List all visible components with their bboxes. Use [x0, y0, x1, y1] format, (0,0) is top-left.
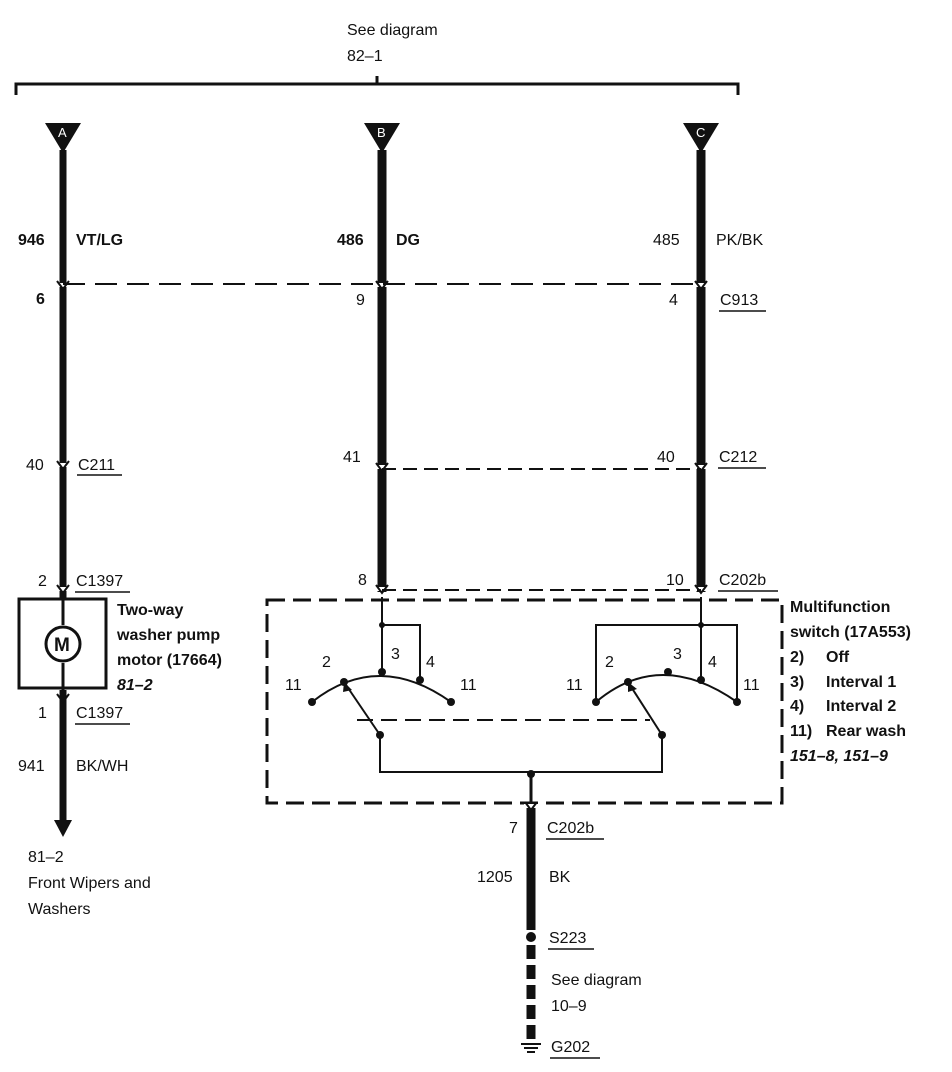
- switch-pos-4-label: Interval 2: [826, 698, 896, 715]
- wire-b-color: DG: [396, 232, 420, 249]
- c211-pin: 40: [26, 457, 44, 474]
- bottom-left-ref-2: Front Wipers and: [28, 875, 151, 892]
- motor-symbol-label: M: [54, 635, 70, 656]
- c913-name: C913: [720, 292, 758, 309]
- switch-pos-2-num: 2): [790, 649, 804, 666]
- splice-name: S223: [549, 930, 586, 947]
- motor-label-1: Two-way: [117, 602, 183, 619]
- c1397-name-bottom: C1397: [76, 705, 123, 722]
- c202b-name-top: C202b: [719, 572, 766, 589]
- c1397-name-top: C1397: [76, 573, 123, 590]
- left-switch-label-4: 4: [426, 654, 435, 671]
- wire-a-lower-color: BK/WH: [76, 758, 128, 775]
- left-switch-label-11b: 11: [460, 677, 477, 694]
- right-switch-label-2: 2: [605, 654, 614, 671]
- right-switch: [595, 597, 738, 736]
- ground-symbol: [521, 1043, 541, 1053]
- splice-dot: [526, 932, 536, 942]
- ground-wire-color: BK: [549, 869, 571, 886]
- bottom-ref-1: See diagram: [551, 972, 642, 989]
- bottom-left-ref-1: 81–2: [28, 849, 64, 866]
- switch-title-1: Multifunction: [790, 599, 890, 616]
- c913-pin-c: 4: [669, 292, 678, 309]
- right-switch-label-11b: 11: [743, 677, 760, 694]
- motor-label-2: washer pump: [116, 627, 220, 644]
- ground-wire-circuit: 1205: [477, 869, 513, 886]
- connector-b: B: [364, 123, 400, 153]
- ground-point-name: G202: [551, 1039, 590, 1056]
- switch-pos-11-label: Rear wash: [826, 723, 906, 740]
- wire-a-arrow: [54, 820, 72, 837]
- top-reference-line1: See diagram: [347, 22, 438, 39]
- motor-symbol: [44, 625, 82, 663]
- left-switch-label-11a: 11: [285, 677, 302, 694]
- wire-a-circuit: 946: [18, 232, 45, 249]
- right-switch-label-3: 3: [673, 646, 682, 663]
- c202b-pin-b: 8: [358, 572, 367, 589]
- switch-pos-11-num: 11): [790, 723, 812, 740]
- motor-box: [17, 597, 108, 690]
- left-switch: [311, 597, 663, 773]
- connector-a: A: [45, 123, 81, 153]
- bottom-left-ref-3: Washers: [28, 901, 91, 918]
- c202b-pin-c: 10: [666, 572, 684, 589]
- motor-ref: 81–2: [117, 677, 153, 694]
- left-switch-label-2: 2: [322, 654, 331, 671]
- wire-a-lower-circuit: 941: [18, 758, 45, 775]
- connector-c: C: [683, 123, 719, 153]
- c211-name: C211: [78, 457, 115, 474]
- right-switch-label-11a: 11: [566, 677, 583, 694]
- top-reference-line2: 82–1: [347, 48, 383, 65]
- switch-pos-3-num: 3): [790, 674, 804, 691]
- c212-pin-c: 40: [657, 449, 675, 466]
- c202b-pin-out: 7: [509, 820, 518, 837]
- bottom-ref-2: 10–9: [551, 998, 587, 1015]
- switch-refs: 151–8, 151–9: [790, 748, 888, 765]
- c212-pin-b: 41: [343, 449, 361, 466]
- svg-text:B: B: [377, 125, 386, 140]
- c1397-pin-top: 2: [38, 573, 47, 590]
- wire-b-circuit: 486: [337, 232, 364, 249]
- motor-label-3: motor (17664): [117, 652, 222, 669]
- top-brace: [14, 82, 740, 95]
- c202b-name-bottom: C202b: [547, 820, 594, 837]
- switch-title-2: switch (17A553): [790, 624, 911, 641]
- multifunction-switch-box: [265, 598, 784, 805]
- wire-a-color: VT/LG: [76, 232, 123, 249]
- svg-text:C: C: [696, 125, 705, 140]
- svg-text:A: A: [58, 125, 67, 140]
- left-switch-label-3: 3: [391, 646, 400, 663]
- c913-pin-a: 6: [36, 291, 45, 308]
- switch-pos-2-label: Off: [826, 649, 850, 666]
- c212-name: C212: [719, 449, 757, 466]
- wire-c-color: PK/BK: [716, 232, 763, 249]
- c1397-pin-bottom: 1: [38, 705, 47, 722]
- wire-c-circuit: 485: [653, 232, 680, 249]
- switch-pos-4-num: 4): [790, 698, 804, 715]
- switch-pos-3-label: Interval 1: [826, 674, 896, 691]
- right-switch-label-4: 4: [708, 654, 717, 671]
- c913-pin-b: 9: [356, 292, 365, 309]
